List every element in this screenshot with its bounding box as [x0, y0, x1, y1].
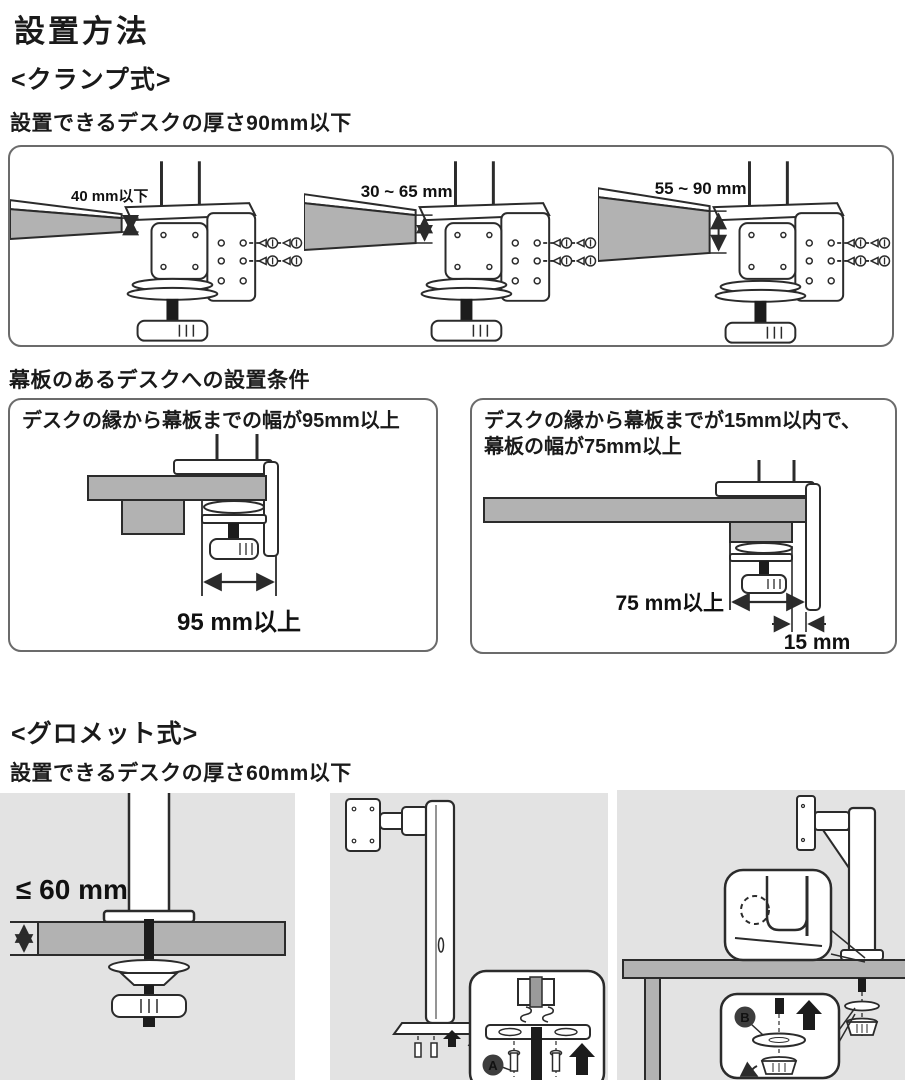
mount-rods	[757, 460, 796, 482]
mount-screws	[249, 237, 304, 267]
clamp-back-bracket	[500, 212, 551, 302]
clamp-back-plate	[263, 461, 279, 557]
mount-rods	[453, 161, 495, 208]
clamp-diagram-40mm: 40 mm以下	[10, 161, 304, 342]
clamp-jaw-and-knob	[714, 279, 807, 344]
desk-edge	[10, 199, 140, 241]
modesty-condition-box-right: デスクの縁から幕板までが15mm以内で、 幕板の幅が75mm以上	[470, 398, 897, 654]
grommet-panel-assembly: A	[330, 793, 608, 1080]
page-title: 設置方法	[14, 14, 150, 49]
clamp-jaw-and-knob	[420, 277, 513, 342]
desk	[483, 497, 807, 523]
grommet-bolt-assembly	[108, 919, 190, 1027]
callout-inset-base	[723, 868, 866, 963]
grommet-panel-thickness: ≤ 60 mm	[0, 793, 295, 1080]
clamp-back-bracket	[206, 212, 257, 302]
clamp-inner-bracket	[738, 222, 797, 280]
modesty-section-heading: 幕板のあるデスクへの設置条件	[9, 369, 310, 392]
dimension-95mm	[201, 500, 277, 596]
callout-a-badge: A	[482, 1054, 511, 1076]
grommet-bolt-below-desk	[844, 978, 880, 1036]
clamp-inner-bracket	[444, 222, 503, 280]
modesty-diagram-75mm: 75 mm以上 15 mm	[483, 460, 851, 652]
modesty-panel	[729, 521, 793, 543]
grommet-assembly-diagram: A	[345, 798, 606, 1080]
width-dimension-label: 75 mm以上	[615, 592, 724, 615]
max-thickness-label: ≤ 60 mm	[16, 874, 128, 905]
mount-rods	[215, 434, 259, 460]
callout-a-label: A	[488, 1058, 498, 1073]
clamp-jaw-and-knob	[201, 500, 267, 560]
callout-inset-b: B	[719, 992, 856, 1080]
condition-text: デスクの縁から幕板までが15mm以内で、 幕板の幅が75mm以上	[484, 408, 883, 460]
desk-cross-section	[10, 921, 286, 956]
dimension-15mm	[772, 546, 826, 633]
width-dimension-label: 95 mm以上	[177, 609, 301, 636]
desk-edge	[598, 187, 728, 262]
grommet-desk-diagram: B	[622, 795, 905, 1080]
mount-rods	[747, 161, 789, 208]
grommet-section-subheading: 設置できるデスクの厚さ60mm以下	[10, 762, 352, 785]
thickness-label: 55 ~ 90 mm	[655, 179, 747, 198]
clamp-section-subheading: 設置できるデスクの厚さ90mm以下	[10, 112, 352, 135]
condition-line-2: 幕板の幅が75mm以上	[484, 436, 682, 458]
clamp-diagrams-box: 40 mm以下	[8, 145, 894, 347]
modesty-panel	[121, 499, 185, 535]
desk-edge	[304, 193, 434, 251]
clamp-diagram-55-90mm: 55 ~ 90 mm	[598, 161, 892, 344]
monitor-pole	[127, 793, 171, 915]
desk	[87, 475, 267, 501]
callout-b-badge: B	[734, 1006, 764, 1036]
modesty-diagram-95mm: 95 mm以上	[87, 434, 301, 636]
screw-hole-marker	[740, 895, 770, 925]
grommet-panel-desk: B	[617, 790, 905, 1080]
clamp-jaw-and-knob	[729, 542, 793, 594]
insert-direction-arrow	[569, 1043, 595, 1075]
grommet-section-heading: <グロメット式>	[11, 720, 199, 748]
clamp-top-plate	[173, 459, 273, 475]
condition-text: デスクの縁から幕板までの幅が95mm以上	[22, 410, 400, 432]
clamp-top-plate	[715, 481, 815, 497]
modesty-condition-box-left: デスクの縁から幕板までの幅が95mm以上 95 mm以上	[8, 398, 438, 652]
monitor-pole	[840, 806, 884, 961]
callout-inset-a: A	[468, 969, 606, 1080]
monitor-arm	[379, 806, 429, 836]
condition-line-1: デスクの縁から幕板までが15mm以内で、	[484, 410, 862, 432]
clamp-back-plate	[805, 483, 821, 611]
monitor-pole	[424, 799, 456, 1025]
gap-dimension-label: 15 mm	[784, 631, 851, 652]
grommet-thickness-diagram: ≤ 60 mm	[10, 793, 286, 1027]
clamp-inner-bracket	[150, 222, 209, 280]
clamp-jaw-and-knob	[126, 277, 219, 342]
mount-rods	[159, 161, 201, 208]
callout-b-label: B	[740, 1010, 749, 1025]
vesa-head-and-arm	[796, 795, 850, 872]
clamp-back-bracket	[794, 212, 845, 302]
thickness-label: 40 mm以下	[71, 188, 148, 205]
mount-screws	[837, 237, 892, 267]
clamp-section-heading: <クランプ式>	[11, 66, 172, 94]
vesa-plate	[345, 798, 381, 852]
thickness-label: 30 ~ 65 mm	[361, 182, 453, 201]
pole-base	[392, 1022, 489, 1058]
clamp-diagram-30-65mm: 30 ~ 65 mm	[304, 161, 598, 342]
mount-screws	[543, 237, 598, 267]
insert-direction-arrow	[796, 1000, 822, 1030]
